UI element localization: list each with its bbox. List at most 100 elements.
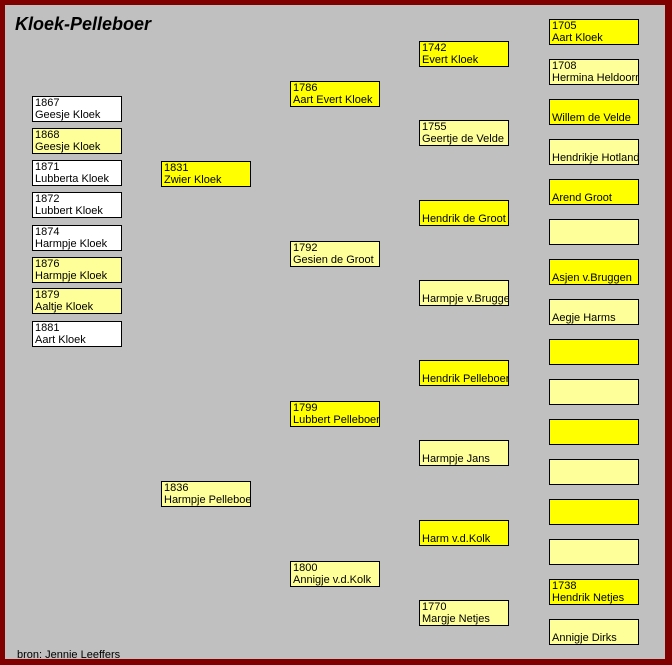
person-name: Annigje Dirks: [552, 632, 617, 644]
person-year: [552, 100, 638, 112]
person-name: [552, 512, 638, 524]
person-year: [552, 340, 638, 352]
ancestor-box[interactable]: Aegje Harms: [549, 299, 639, 325]
ancestor-box[interactable]: [549, 459, 639, 485]
person-year: 1831: [164, 162, 189, 174]
person-year: 1708: [552, 60, 577, 72]
ancestor-box[interactable]: Harmpje Jans: [419, 440, 509, 466]
ancestor-box[interactable]: [549, 539, 639, 565]
ancestor-box[interactable]: Harmpje v.Bruggen: [419, 280, 509, 306]
person-name: Hendrik Netjes: [552, 592, 625, 604]
person-year: 1799: [293, 402, 318, 414]
person-name: [552, 552, 638, 564]
ancestor-box[interactable]: Asjen v.Bruggen: [549, 259, 639, 285]
person-year: 1871: [35, 161, 60, 173]
person-name: Aart Kloek: [552, 32, 603, 44]
person-year: [552, 620, 638, 632]
person-year: 1705: [552, 20, 577, 32]
person-year: [552, 420, 638, 432]
person-name: Harmpje Kloek: [35, 238, 108, 250]
person-name: Gesien de Groot: [293, 254, 374, 266]
ancestor-box[interactable]: [549, 219, 639, 245]
ancestor-box[interactable]: Annigje Dirks: [549, 619, 639, 645]
person-year: [422, 281, 508, 293]
person-name: Lubbert Pelleboer: [293, 414, 380, 426]
person-year: [422, 361, 508, 373]
person-name: Evert Kloek: [422, 54, 479, 66]
person-name: Harmpje Jans: [422, 453, 490, 465]
person-name: Hendrikje Hotland: [552, 152, 639, 164]
ancestor-box[interactable]: Hendrikje Hotland: [549, 139, 639, 165]
ancestor-box[interactable]: Hendrik Pelleboer: [419, 360, 509, 386]
person-name: [552, 432, 638, 444]
person-name: Lubbert Kloek: [35, 205, 103, 217]
person-year: [552, 540, 638, 552]
ancestor-box[interactable]: [549, 499, 639, 525]
person-name: Margje Netjes: [422, 613, 490, 625]
person-year: [552, 140, 638, 152]
ancestor-box[interactable]: Hendrik de Groot: [419, 200, 509, 226]
chart-title: Kloek-Pelleboer: [15, 14, 152, 34]
person-year: 1874: [35, 226, 60, 238]
person-name: Willem de Velde: [552, 112, 631, 124]
person-year: 1786: [293, 82, 318, 94]
person-year: [422, 521, 508, 533]
person-year: 1800: [293, 562, 318, 574]
ancestor-box[interactable]: [549, 419, 639, 445]
person-name: Aegje Harms: [552, 312, 616, 324]
person-year: 1867: [35, 97, 60, 109]
person-name: [552, 472, 638, 484]
person-year: [422, 201, 508, 213]
ancestor-box[interactable]: [549, 339, 639, 365]
person-name: Harmpje v.Bruggen: [422, 293, 509, 305]
person-year: [422, 441, 508, 453]
person-name: Harmpje Pelleboer: [164, 494, 251, 506]
person-name: Hermina Heldoorn: [552, 72, 639, 84]
person-name: Zwier Kloek: [164, 174, 222, 186]
person-year: [552, 500, 638, 512]
person-name: Aart Evert Kloek: [293, 94, 373, 106]
ancestor-box[interactable]: [549, 379, 639, 405]
person-year: [552, 260, 638, 272]
person-year: 1881: [35, 322, 60, 334]
person-year: 1879: [35, 289, 60, 301]
person-name: Hendrik Pelleboer: [422, 373, 509, 385]
person-name: Geertje de Velde: [422, 133, 504, 145]
person-year: 1755: [422, 121, 447, 133]
person-name: [552, 392, 638, 404]
person-name: Aart Kloek: [35, 334, 86, 346]
person-year: 1738: [552, 580, 577, 592]
person-year: [552, 220, 638, 232]
ancestor-box[interactable]: Willem de Velde: [549, 99, 639, 125]
source-note: bron: Jennie Leeffers: [17, 649, 121, 661]
person-year: 1872: [35, 193, 60, 205]
person-name: Aaltje Kloek: [35, 301, 94, 313]
person-year: 1836: [164, 482, 189, 494]
person-year: [552, 180, 638, 192]
ancestor-box[interactable]: Harm v.d.Kolk: [419, 520, 509, 546]
person-year: [552, 300, 638, 312]
person-name: Annigje v.d.Kolk: [293, 574, 372, 586]
ancestor-box[interactable]: Arend Groot: [549, 179, 639, 205]
person-name: Harmpje Kloek: [35, 270, 108, 282]
